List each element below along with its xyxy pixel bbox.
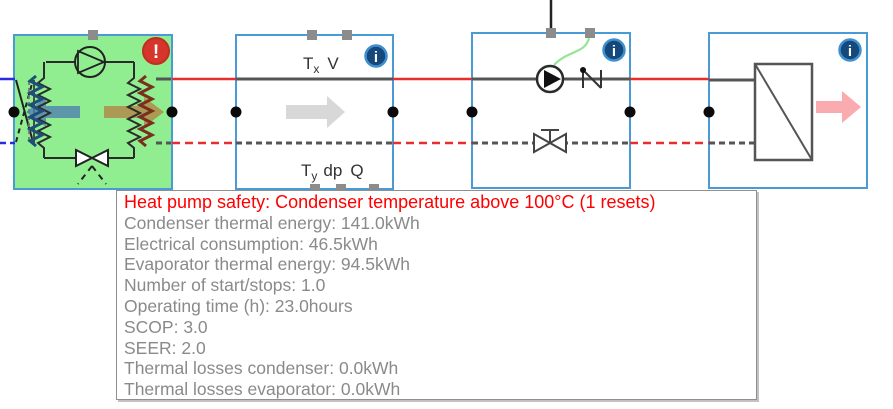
condenser-coil-icon (136, 74, 156, 148)
pipe-nodes (8, 106, 715, 118)
tooltip-safety-message: Heat pump safety: Condenser temperature … (124, 192, 656, 212)
port-square[interactable] (546, 28, 556, 38)
svg-text:i: i (374, 49, 378, 66)
port-dot[interactable] (466, 106, 478, 118)
port-dot[interactable] (230, 106, 242, 118)
evaporator-coil-icon (26, 74, 46, 148)
tooltip-stat-line: SEER: 2.0 (124, 337, 206, 358)
sensor-flow-arrow (286, 96, 345, 128)
tooltip-stat-line: Evaporator thermal energy: 94.5kWh (124, 254, 410, 275)
tooltip-stat-line: Number of start/stops: 1.0 (124, 275, 326, 296)
port-square[interactable] (336, 184, 346, 194)
tooltip-stat-line: Thermal losses condenser: 0.0kWh (124, 358, 399, 379)
info-icon[interactable]: i (838, 38, 862, 62)
alert-icon[interactable]: ! (142, 37, 170, 65)
port-squares (88, 28, 595, 194)
condenser-flow-arrow (104, 97, 164, 127)
exchanger-icon (753, 62, 814, 162)
port-dot[interactable] (387, 106, 399, 118)
info-icon[interactable]: i (364, 44, 388, 68)
port-square[interactable] (310, 184, 320, 194)
heat-pump-tooltip: Heat pump safety: Condenser temperature … (116, 190, 757, 400)
port-square[interactable] (342, 30, 352, 40)
info-icon[interactable]: i (602, 38, 626, 62)
tooltip-stat-line: Thermal losses evaporator: 0.0kWh (124, 379, 401, 400)
tooltip-stat-line: SCOP: 3.0 (124, 316, 208, 337)
tooltip-stat-line: Condenser thermal energy: 141.0kWh (124, 212, 420, 233)
switch-icon (580, 67, 602, 89)
port-square[interactable] (369, 184, 379, 194)
port-square[interactable] (88, 30, 98, 40)
port-square[interactable] (585, 28, 595, 38)
port-dot[interactable] (703, 106, 715, 118)
tooltip-stat-line: Operating time (h): 23.0hours (124, 295, 353, 316)
svg-text:i: i (848, 43, 852, 60)
valve-icon (533, 129, 567, 154)
port-dot[interactable] (8, 106, 20, 118)
port-dot[interactable] (624, 106, 636, 118)
port-square[interactable] (307, 30, 317, 40)
signal-wire (553, 37, 591, 66)
port-dot[interactable] (166, 106, 178, 118)
svg-text:i: i (612, 43, 616, 60)
tooltip-stat-line: Electrical consumption: 46.5kWh (124, 233, 378, 254)
pump-icon (535, 64, 565, 94)
svg-text:!: ! (153, 42, 159, 63)
compressor-icon (74, 46, 107, 78)
exchanger-flow-arrow (816, 91, 861, 123)
expansion-valve-icon (75, 148, 109, 185)
